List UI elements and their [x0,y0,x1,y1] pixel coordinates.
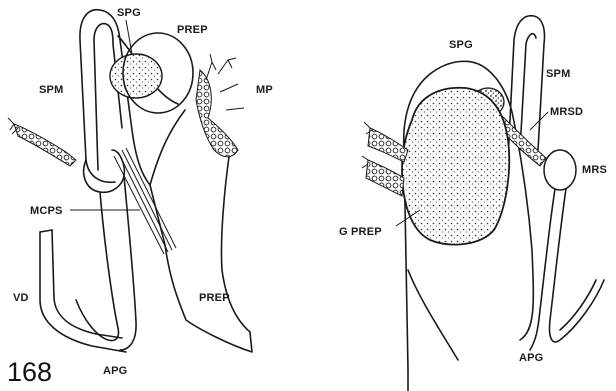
label-left-spg: SPG [117,7,141,19]
left-tassel [14,124,76,166]
figure-number: 168 [7,357,52,387]
left-mp-plume [196,70,238,157]
label-left-spm: SPM [39,84,63,96]
left-spm-duct-inner [94,24,122,170]
right-gprep-gland [402,88,509,245]
right-mrs [544,150,576,190]
label-left-prep-top: PREP [177,24,208,36]
right-tassel-2 [366,160,404,196]
label-left-mp: MP [256,84,273,96]
right-tassel-1 [368,128,408,162]
label-left-vd: VD [13,292,29,304]
left-outer-duct [76,192,119,341]
label-left-apg: APG [103,365,127,377]
left-vd-cap [40,230,52,232]
label-right-spm: SPM [546,68,570,80]
left-prep-body [150,110,252,352]
label-left-mcps: MCPS [30,205,63,217]
label-right-mrs: MRS [582,164,607,176]
label-right-gprep: G PREP [339,226,382,238]
label-right-spg: SPG [449,39,473,51]
label-right-apg: APG [519,352,543,364]
right-inner-wall [408,270,458,360]
left-spg-gland [110,54,162,98]
label-left-prep-bottom: PREP [199,292,230,304]
right-spm-inner [520,34,536,150]
left-outer-duct-2 [120,176,136,350]
label-right-mrsd: MRSD [550,106,583,118]
